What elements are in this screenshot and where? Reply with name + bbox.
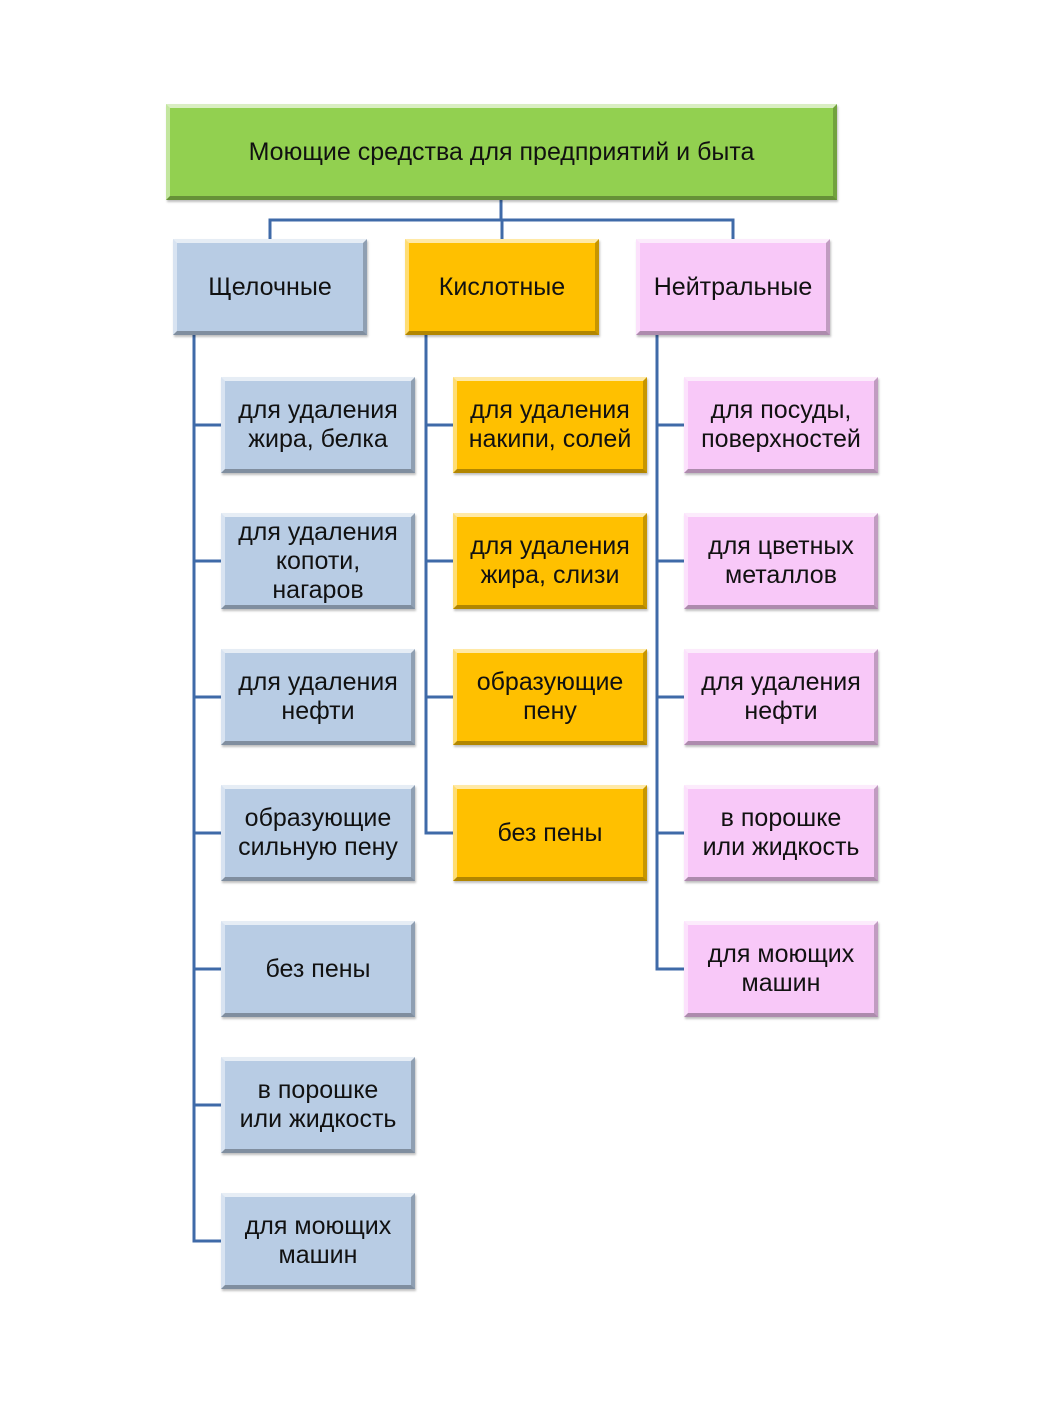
category-neutral: Нейтральные <box>636 239 830 335</box>
alkaline-item: для удаления нефти <box>221 649 415 745</box>
neutral-item: для цветных металлов <box>684 513 878 609</box>
alkaline-item: для удаления жира, белка <box>221 377 415 473</box>
root-node-label: Моющие средства для предприятий и быта <box>248 137 755 166</box>
acid-item-label: без пены <box>497 818 603 847</box>
category-acid-label: Кислотные <box>438 272 566 301</box>
alkaline-item-label: для удаления жира, белка <box>238 396 398 453</box>
neutral-item: для моющих машин <box>684 921 878 1017</box>
alkaline-item: без пены <box>221 921 415 1017</box>
alkaline-item: образующие сильную пену <box>221 785 415 881</box>
acid-item-label: для удаления жира, слизи <box>470 532 630 589</box>
neutral-item-label: для моющих машин <box>707 940 855 997</box>
alkaline-item-label: без пены <box>265 954 371 983</box>
acid-item-label: для удаления накипи, солей <box>468 396 632 453</box>
alkaline-item-label: в порошке или жидкость <box>239 1076 397 1133</box>
acid-item: для удаления накипи, солей <box>453 377 647 473</box>
category-neutral-label: Нейтральные <box>653 272 813 301</box>
neutral-item: для посуды, поверхностей <box>684 377 878 473</box>
alkaline-item: для моющих машин <box>221 1193 415 1289</box>
acid-item: без пены <box>453 785 647 881</box>
category-alkaline-label: Щелочные <box>208 272 332 301</box>
root-node: Моющие средства для предприятий и быта <box>166 104 837 200</box>
neutral-item: для удаления нефти <box>684 649 878 745</box>
neutral-item-label: для цветных металлов <box>708 532 854 589</box>
neutral-item-label: для удаления нефти <box>701 668 861 725</box>
alkaline-item: в порошке или жидкость <box>221 1057 415 1153</box>
acid-item: для удаления жира, слизи <box>453 513 647 609</box>
neutral-item-label: в порошке или жидкость <box>702 804 860 861</box>
acid-item: образующие пену <box>453 649 647 745</box>
alkaline-item: для удаления копоти, нагаров <box>221 513 415 609</box>
neutral-item-label: для посуды, поверхностей <box>701 396 861 453</box>
neutral-item: в порошке или жидкость <box>684 785 878 881</box>
category-alkaline: Щелочные <box>173 239 367 335</box>
category-acid: Кислотные <box>405 239 599 335</box>
alkaline-item-label: для удаления нефти <box>238 668 398 725</box>
alkaline-item-label: образующие сильную пену <box>238 804 398 861</box>
alkaline-item-label: для удаления копоти, нагаров <box>238 517 398 604</box>
alkaline-item-label: для моющих машин <box>244 1212 392 1269</box>
acid-item-label: образующие пену <box>476 668 624 725</box>
